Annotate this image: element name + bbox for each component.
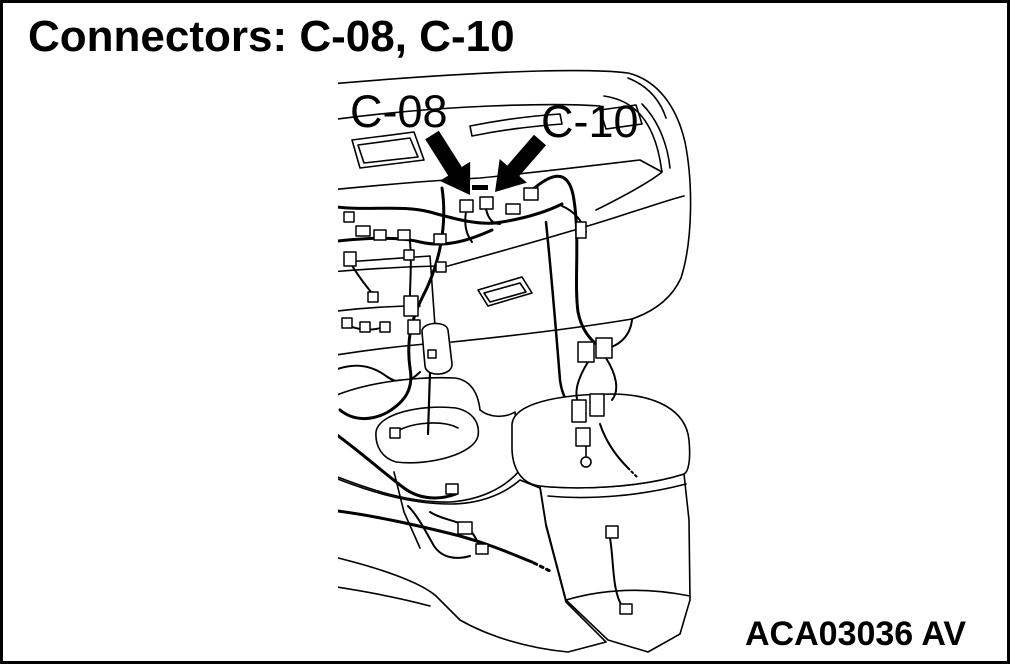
floor-harness-end — [532, 561, 554, 574]
connector — [619, 603, 633, 615]
connector — [403, 249, 415, 261]
connector — [355, 225, 371, 237]
dash-side-panel-inner — [627, 77, 667, 119]
connector — [407, 319, 421, 335]
connector — [403, 295, 419, 317]
dash-side-panel — [595, 95, 663, 211]
console-feed-harness — [544, 220, 580, 412]
connector — [435, 261, 447, 273]
defroster-vent-inner — [357, 137, 419, 164]
floor-line — [338, 586, 431, 607]
connector — [445, 483, 459, 495]
console-box-lid — [511, 393, 691, 489]
console-box-front-crease — [565, 589, 691, 601]
dashboard-outline — [338, 69, 692, 356]
center-speaker-grille — [469, 113, 563, 137]
console-wire — [605, 357, 618, 401]
dash-top-edge — [338, 69, 692, 320]
connector — [379, 321, 391, 333]
shift-boot — [375, 406, 480, 464]
hvac-panel — [344, 255, 437, 341]
connector — [427, 349, 437, 359]
console-box-edge — [547, 483, 687, 499]
connector — [367, 291, 379, 303]
side-vent — [599, 104, 643, 130]
connector-c10 — [479, 196, 494, 210]
console-wire — [599, 423, 629, 469]
connector — [523, 187, 539, 201]
floor-wiring-harness — [338, 357, 639, 607]
connector — [389, 427, 401, 439]
glovebox-handle-inner — [483, 282, 527, 303]
figure-code: ACA03036 AV — [745, 615, 967, 653]
hvac-wire — [409, 241, 412, 297]
connector — [605, 525, 619, 539]
hvac-wire — [349, 261, 375, 297]
glovebox-handle-slot — [477, 276, 533, 307]
c08-pigtail — [464, 211, 473, 243]
page-title: Connectors: C-08, C-10 — [28, 12, 515, 61]
connector — [575, 427, 591, 447]
shifter-harness-lower — [338, 366, 413, 420]
connector — [575, 221, 587, 239]
connector — [359, 321, 371, 333]
dash-top-crease — [338, 103, 601, 120]
floor-harness-branch — [407, 505, 471, 559]
connectors — [341, 187, 633, 615]
console-box-wire — [609, 537, 623, 607]
defroster-vent — [351, 131, 425, 169]
dash-bottom-edge — [338, 318, 633, 356]
dash-main-harness — [338, 202, 564, 225]
connector — [343, 251, 357, 267]
center-console — [338, 322, 691, 653]
arrow-c10 — [495, 134, 546, 192]
shift-knob — [421, 322, 453, 375]
c10-pigtail — [485, 208, 501, 225]
connector — [589, 393, 605, 417]
connector — [457, 521, 473, 535]
ground-terminal — [580, 456, 592, 468]
shifter-harness — [407, 186, 446, 370]
arrow-pointer-bar — [472, 185, 488, 190]
callout-label-c10: C-10 — [541, 96, 639, 147]
connector — [505, 203, 521, 215]
floor-tunnel-crease — [393, 471, 421, 549]
connector — [595, 337, 613, 359]
shift-lever-rod — [426, 370, 432, 436]
left-floor-harness — [338, 433, 458, 500]
arrow-c08 — [425, 130, 471, 195]
dash-upper-face — [338, 159, 663, 191]
connector — [577, 341, 595, 363]
right-harness — [528, 174, 604, 350]
connector — [571, 399, 587, 423]
connector — [341, 317, 353, 329]
connector — [343, 211, 355, 223]
dash-side-panel-inner — [641, 103, 671, 169]
connector — [397, 229, 411, 241]
console-wire-end — [627, 467, 639, 479]
dash-lower-face — [338, 195, 685, 273]
connector — [373, 229, 387, 241]
callout-arrows — [425, 130, 546, 195]
connector — [475, 543, 489, 555]
callout-label-c08: C-08 — [350, 86, 448, 137]
connector-c08 — [459, 199, 474, 213]
floor-harness — [338, 509, 534, 564]
connector — [433, 233, 447, 245]
